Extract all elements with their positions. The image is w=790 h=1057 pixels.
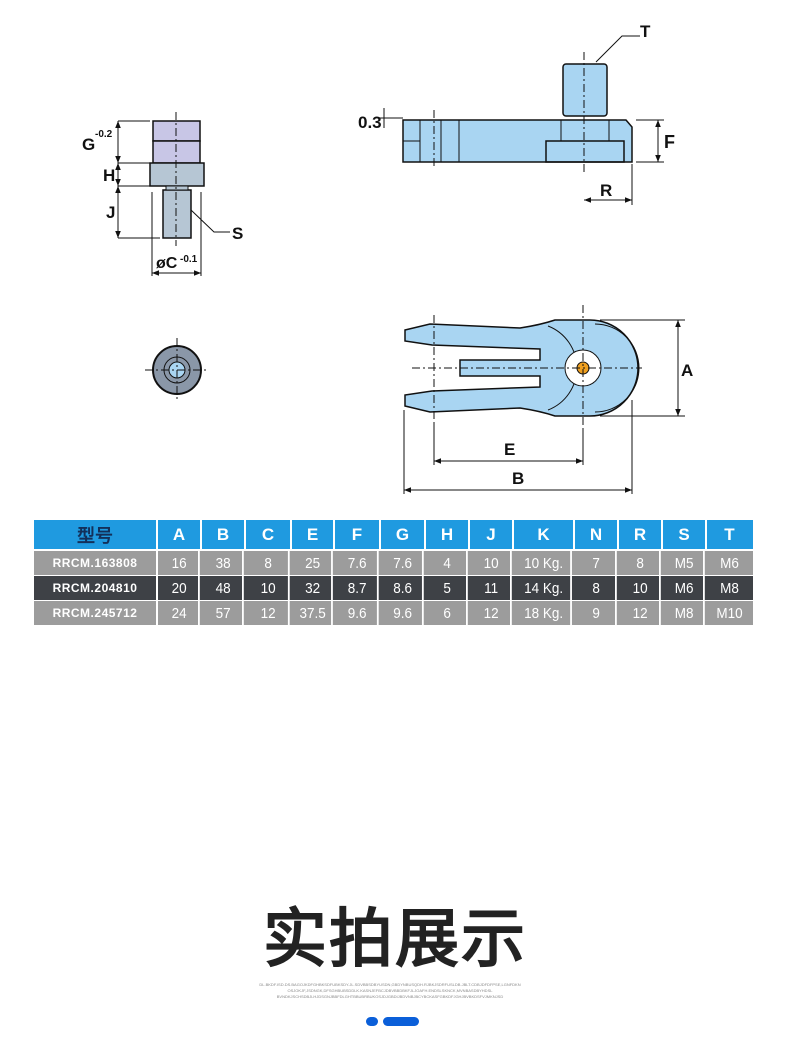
header-cell: R: [619, 520, 663, 549]
table-cell: M8: [720, 579, 739, 597]
table-cell: 32: [294, 576, 333, 600]
table-cell: 8.7: [337, 576, 379, 600]
header-cell: F: [335, 520, 381, 549]
label-J: J: [106, 203, 115, 222]
table-cell: 9: [577, 601, 617, 625]
section-title: 实拍展示: [263, 903, 527, 977]
model-cell: RRCM.245712: [34, 601, 158, 625]
table-cell: 5: [428, 576, 468, 600]
label-gap: 0.3: [358, 113, 382, 132]
label-A: A: [681, 361, 693, 380]
fine-print: DL.BKDF.ISD.DS.BAGOJKDFGHBKSDFUBKSDY.JL.…: [259, 982, 521, 999]
table-cell: 4: [428, 551, 468, 575]
table-cell: 8: [577, 576, 617, 600]
header-cell: N: [575, 520, 619, 549]
table-cell: 12: [472, 601, 512, 625]
table-cell: 25: [294, 551, 333, 575]
label-S: S: [232, 224, 243, 243]
table-cell: M8: [665, 601, 705, 625]
table-cell: M10: [716, 604, 743, 622]
table-cell: 37.5: [294, 601, 333, 625]
label-T: T: [640, 22, 651, 41]
table-cell: 9.6: [337, 601, 379, 625]
table-cell: M5: [665, 551, 705, 575]
label-G: G: [82, 135, 95, 154]
label-C: øC: [156, 255, 178, 272]
header-cell: 型号: [34, 520, 158, 549]
header-cell: C: [246, 520, 292, 549]
header-cell: T: [724, 524, 735, 544]
table-header: 型号 A B C E F G H J K N R S T: [34, 520, 753, 551]
table-cell: 12: [248, 601, 290, 625]
table-cell: 24: [160, 601, 200, 625]
pin-top-view: [145, 338, 209, 402]
table-cell: 18 Kg.: [517, 601, 572, 625]
table-cell: 57: [204, 601, 244, 625]
table-cell: 20: [160, 576, 200, 600]
fork-side-view: [378, 35, 664, 205]
pin-side-view: [115, 112, 230, 276]
table-cell: 16: [160, 551, 200, 575]
table-cell: 10: [621, 576, 661, 600]
table-cell: 7.6: [337, 551, 379, 575]
carousel-dot-active[interactable]: [383, 1017, 419, 1026]
carousel-dot[interactable]: [366, 1017, 378, 1026]
header-cell: S: [663, 520, 707, 549]
table-cell: 14 Kg.: [517, 576, 572, 600]
model-cell: RRCM.163808: [34, 551, 158, 575]
table-cell: 9.6: [383, 601, 424, 625]
table-cell: 7.6: [383, 551, 424, 575]
table-cell: 6: [428, 601, 468, 625]
table-cell: 8: [621, 551, 661, 575]
label-H: H: [103, 166, 115, 185]
fork-top-view: [403, 305, 685, 494]
table-cell: M6: [720, 554, 739, 572]
label-E: E: [504, 440, 515, 459]
model-cell: RRCM.204810: [34, 576, 158, 600]
technical-drawing: T 0.3 F R G -0.2 H J S øC -0.1 A E B: [82, 22, 693, 494]
table-cell: 38: [204, 551, 244, 575]
table-cell: M6: [665, 576, 705, 600]
label-B: B: [512, 469, 524, 488]
header-cell: H: [426, 520, 470, 549]
label-G-tolerance: -0.2: [95, 129, 113, 140]
table-cell: 10: [472, 551, 512, 575]
table-cell: 48: [204, 576, 244, 600]
spec-table: 型号 A B C E F G H J K N R S T RRCM.163808…: [34, 520, 753, 626]
table-cell: 7: [577, 551, 617, 575]
table-cell: 11: [472, 576, 512, 600]
header-cell: E: [292, 520, 335, 549]
label-R: R: [600, 181, 612, 200]
label-F: F: [664, 132, 675, 152]
table-cell: 12: [621, 601, 661, 625]
header-cell: A: [158, 520, 202, 549]
header-cell: J: [470, 520, 514, 549]
label-C-tolerance: -0.1: [180, 254, 198, 265]
table-cell: 10: [248, 576, 290, 600]
table-cell: 10 Kg.: [517, 551, 572, 575]
table-cell: 8: [248, 551, 290, 575]
header-cell: B: [202, 520, 246, 549]
header-cell: G: [381, 520, 426, 549]
header-cell: K: [514, 520, 575, 549]
table-cell: 8.6: [383, 576, 424, 600]
